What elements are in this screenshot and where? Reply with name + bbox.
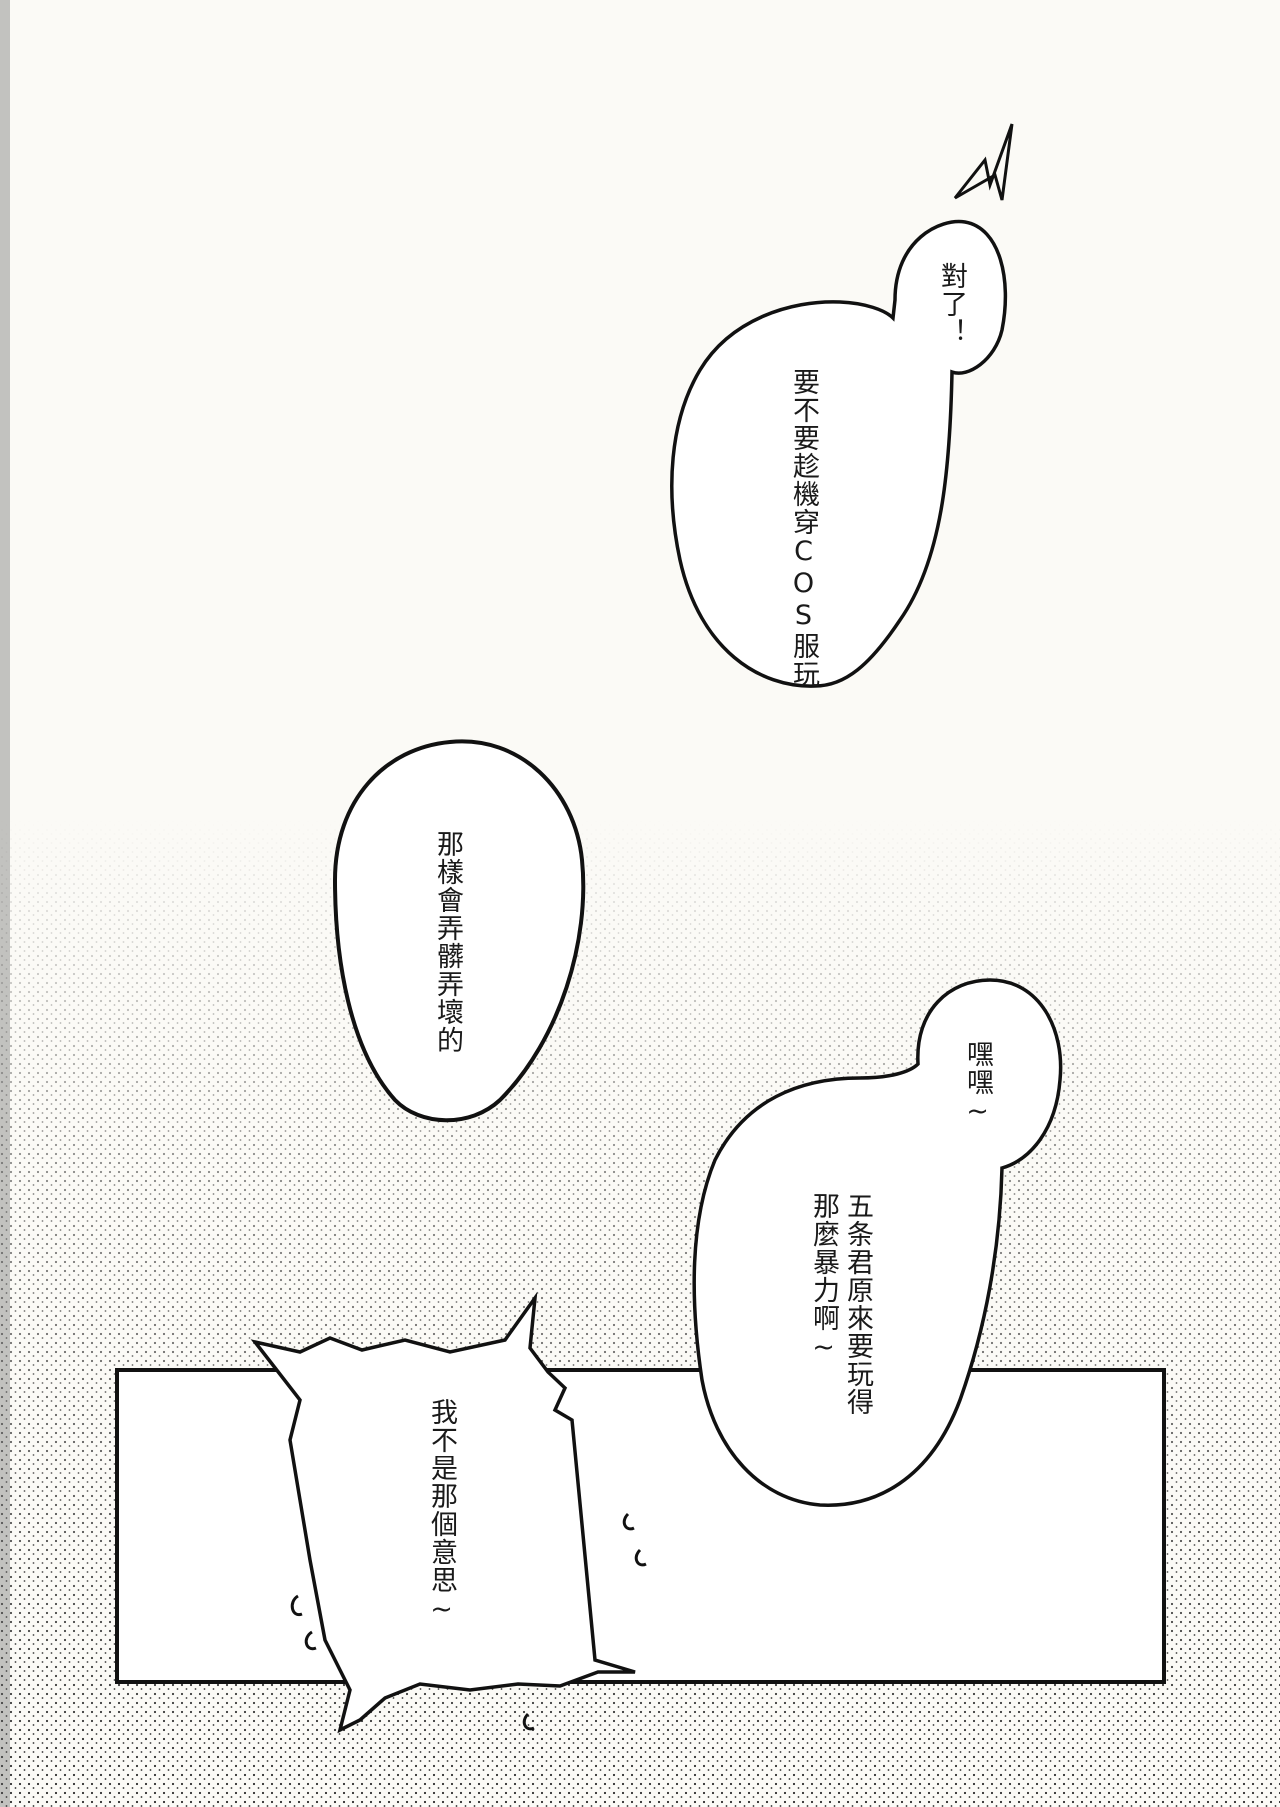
sweat-mark-left xyxy=(290,1594,317,1651)
speech-bubble-top xyxy=(670,219,1008,688)
scan-edge xyxy=(0,0,10,1807)
speech-bubble-right xyxy=(692,978,1063,1507)
bubble-6-text: 我不是那個意思~ xyxy=(426,1398,457,1626)
bubble-5-line-1: 五条君原來要玩得 xyxy=(842,1192,873,1416)
shout-bubble xyxy=(250,1291,636,1734)
speech-bubble-middle xyxy=(332,739,586,1123)
bubble-3-text: 那樣會弄髒弄壞的 xyxy=(432,830,463,1054)
panel-frame xyxy=(115,1368,1166,1684)
sweat-mark-bottom xyxy=(522,1712,535,1731)
bubble-4-text: 嘿嘿~ xyxy=(962,1040,993,1128)
sweat-mark-right xyxy=(622,1512,647,1567)
bubble-2-text: 要不要趁機穿COS服玩 xyxy=(788,368,819,688)
bubble-1-text: 對了！ xyxy=(936,262,967,346)
bubble-5-line-2: 那麼暴力啊~ xyxy=(808,1192,839,1364)
surprise-spike-mark xyxy=(953,123,1014,201)
bubble-5-text: 五条君原來要玩得 那麼暴力啊~ xyxy=(806,1192,874,1416)
